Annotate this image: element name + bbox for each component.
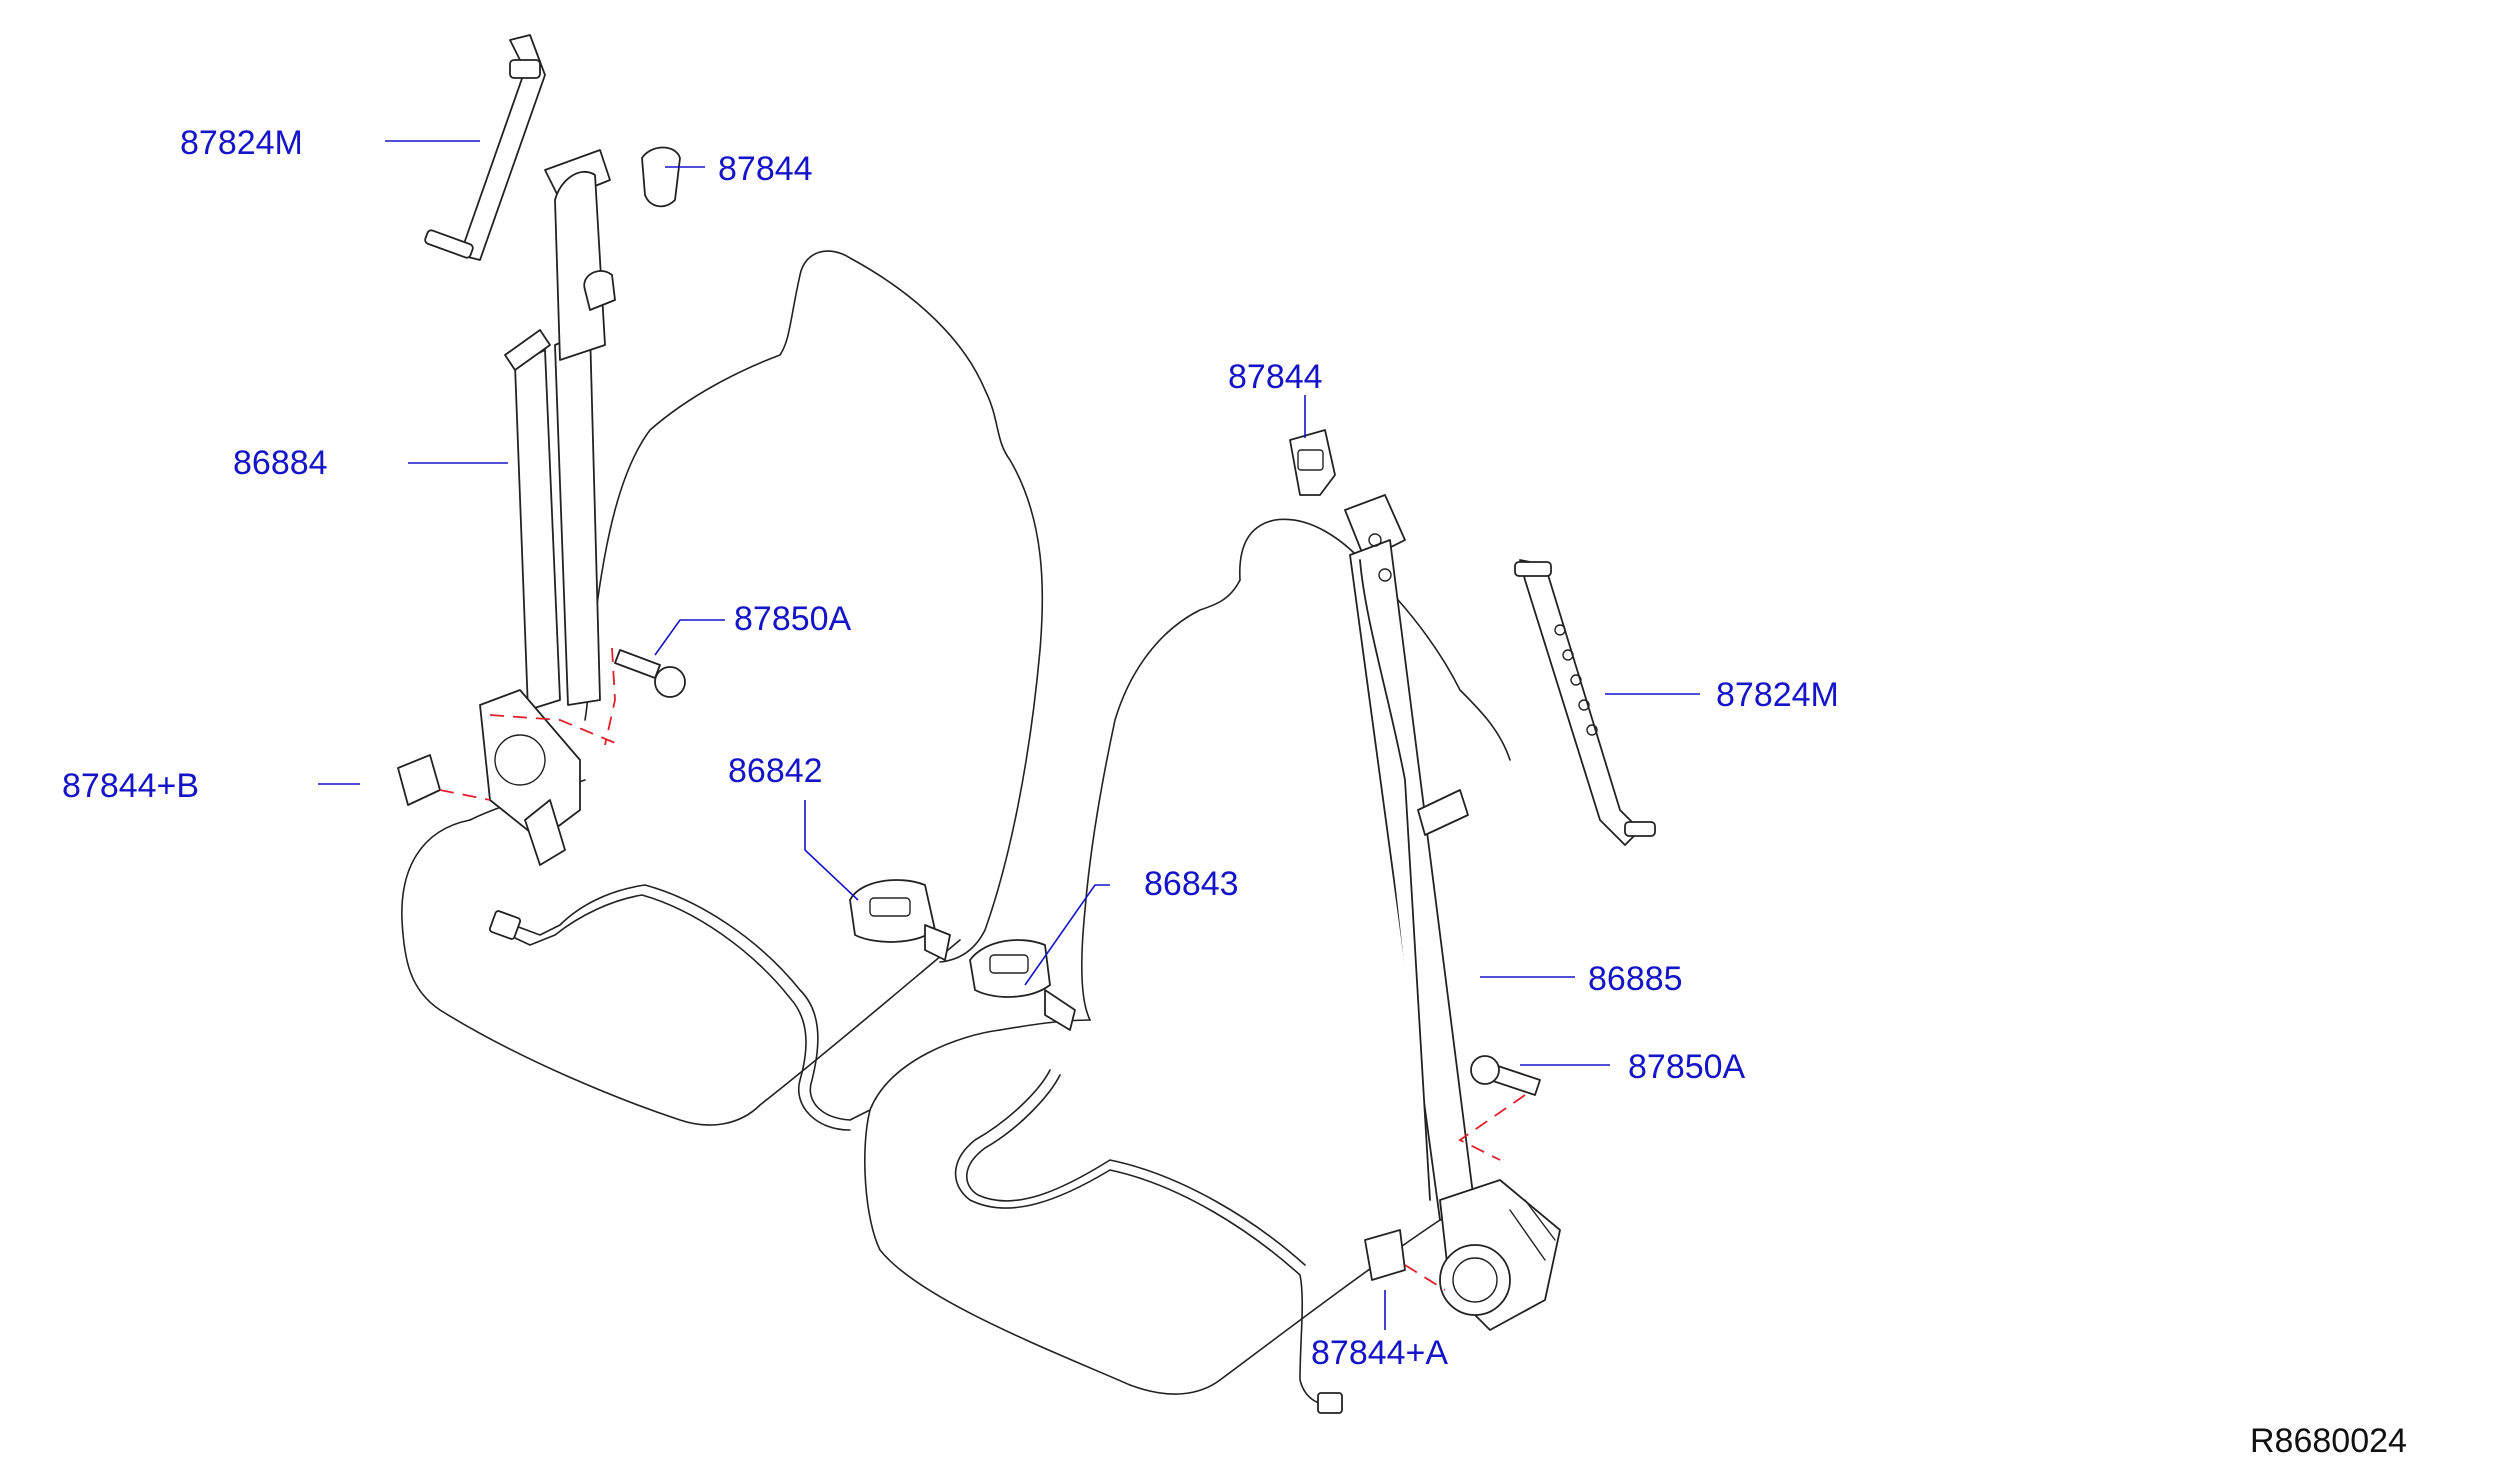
right-bolt-87850A: [1458, 1055, 1541, 1161]
right-retractor: [1439, 1179, 1561, 1331]
left-upper-guide-87824M: [424, 34, 546, 261]
right-buckle-86843: [969, 939, 1076, 1031]
diagram-reference-code: R8680024: [2250, 1422, 2407, 1460]
left-seat-belt-86884: [504, 149, 616, 711]
callout-87824M-left: 87824M: [180, 124, 303, 162]
callout-87850A-left: 87850A: [734, 600, 852, 638]
callout-87844-right: 87844: [1228, 358, 1323, 396]
right-seat-belt-86885: [1344, 494, 1476, 1221]
left-buckle-86842: [849, 879, 951, 961]
callout-86884: 86884: [233, 444, 328, 482]
callout-87844-A: 87844+A: [1311, 1334, 1448, 1372]
right-top-cover-87844: [1289, 429, 1336, 496]
left-lower-cover-87844-B: [397, 754, 491, 806]
callout-86842: 86842: [728, 752, 823, 790]
left-seat-outline: [401, 250, 1044, 1131]
callout-87850A-right: 87850A: [1628, 1048, 1746, 1086]
callout-87824M-right: 87824M: [1716, 676, 1839, 714]
callout-86843: 86843: [1144, 865, 1239, 903]
left-top-cover-87844: [641, 146, 681, 208]
callout-87844-left: 87844: [718, 150, 813, 188]
right-lower-cover-87844-A: [1364, 1229, 1446, 1291]
callout-87844-B: 87844+B: [62, 767, 199, 805]
callout-86885: 86885: [1588, 960, 1683, 998]
leader-lines: [318, 140, 1700, 1330]
right-upper-guide-87824M: [1514, 559, 1656, 846]
left-retractor: [479, 689, 621, 866]
left-bolt-87850A: [604, 647, 686, 746]
